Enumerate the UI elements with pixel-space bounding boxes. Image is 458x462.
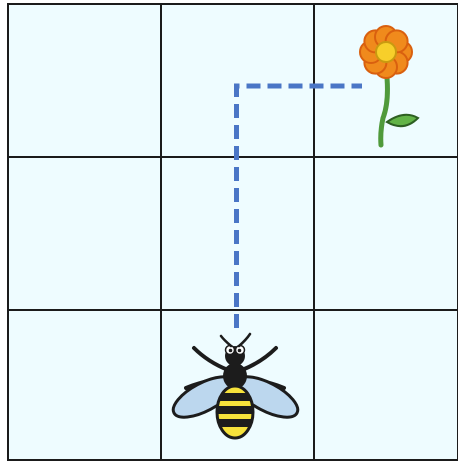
grid-cell-r1-c2[interactable]	[314, 157, 458, 310]
grid-cell-r2-c0[interactable]	[8, 310, 161, 460]
grid-cell-r2-c2[interactable]	[314, 310, 458, 460]
grid-cell-r1-c0[interactable]	[8, 157, 161, 310]
grid-cell-r0-c0[interactable]	[8, 4, 161, 157]
flower-center	[376, 42, 396, 62]
